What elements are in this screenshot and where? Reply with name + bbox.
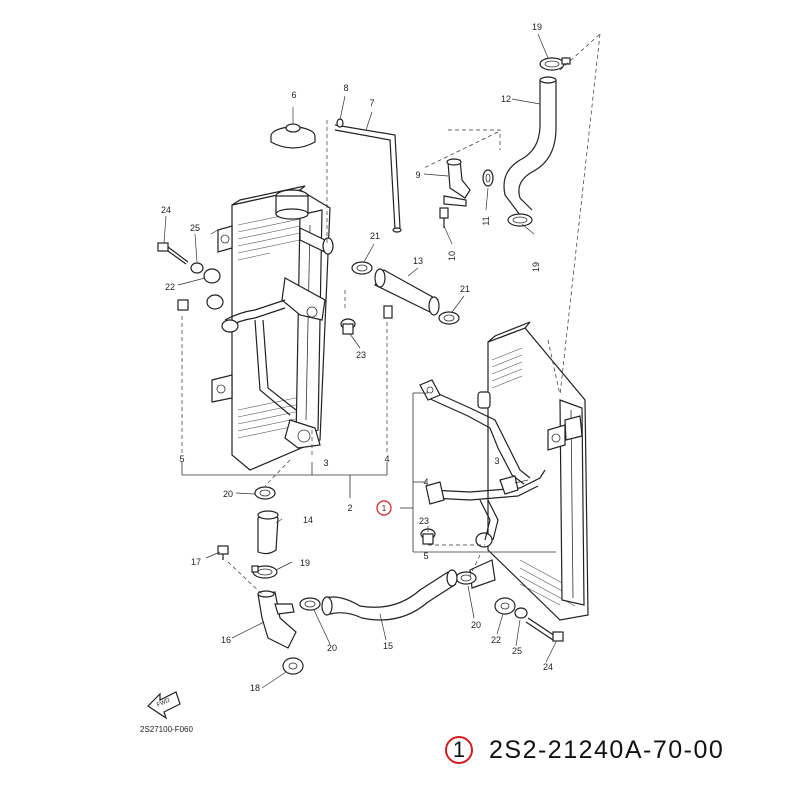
left-radiator — [211, 185, 334, 471]
label-20c: 20 — [471, 620, 481, 630]
clamp-21-a — [351, 261, 373, 275]
collar-23-left — [340, 305, 393, 335]
clamp-19-top — [539, 57, 571, 71]
label-19c: 19 — [300, 558, 310, 568]
label-1: 1 — [382, 504, 387, 513]
breather-hose-7 — [334, 118, 402, 233]
bolt-24-left — [157, 242, 189, 265]
label-16: 16 — [221, 635, 231, 645]
label-3a: 3 — [323, 458, 328, 468]
clamp-19-left — [251, 565, 278, 579]
pipe-assembly-part-1 — [419, 379, 546, 541]
part-labels: 6 8 7 9 10 11 12 19 19 13 21 21 24 25 22… — [161, 22, 553, 693]
clamp-20-right — [455, 571, 477, 585]
bushing-22-left — [203, 268, 224, 310]
part-number: 2S2-21240A-70-00 — [489, 735, 725, 764]
label-8: 8 — [343, 83, 348, 93]
label-11: 11 — [481, 216, 491, 225]
label-7: 7 — [369, 98, 374, 108]
hose-13 — [374, 268, 440, 316]
label-18: 18 — [250, 683, 260, 693]
fitting-9-10-11 — [439, 158, 494, 228]
radiator-cap-6 — [270, 107, 316, 149]
drawing-code: 2S27100-F060 — [140, 725, 193, 734]
clamp-21-b — [438, 311, 460, 325]
label-4a: 4 — [384, 454, 389, 464]
label-22b: 22 — [491, 635, 501, 645]
bolt-24-right — [525, 617, 564, 642]
label-5a: 5 — [179, 454, 184, 464]
label-9: 9 — [415, 170, 420, 180]
label-17: 17 — [191, 557, 201, 567]
label-22a: 22 — [165, 282, 175, 292]
label-10: 10 — [447, 251, 457, 261]
label-2: 2 — [347, 503, 352, 513]
right-radiator — [469, 321, 589, 621]
leader-lines — [163, 33, 557, 689]
highlight-part-1: 1 — [376, 500, 392, 516]
joint-16 — [257, 590, 297, 649]
label-4b: 4 — [423, 477, 428, 487]
label-3b: 3 — [494, 456, 499, 466]
label-25a: 25 — [190, 223, 200, 233]
label-21a: 21 — [370, 231, 380, 241]
assembly-bracket-left — [181, 462, 388, 498]
label-24b: 24 — [543, 662, 553, 672]
bushing-22-right — [494, 597, 516, 615]
clamp-20-top — [254, 486, 276, 500]
label-12: 12 — [501, 94, 511, 104]
assembly-bracket-right — [400, 392, 556, 553]
label-15: 15 — [383, 641, 393, 651]
bolt-17 — [217, 545, 229, 560]
label-6: 6 — [291, 90, 296, 100]
upper-hose-12 — [503, 76, 557, 216]
label-13: 13 — [413, 256, 423, 266]
hose-14 — [257, 510, 279, 555]
callout-number: 1 — [445, 736, 473, 764]
label-25b: 25 — [512, 646, 522, 656]
lower-hose-15 — [321, 569, 458, 621]
washer-25-right — [514, 607, 528, 619]
clamp-20-mid — [299, 597, 321, 611]
fwd-label: FWD — [156, 697, 172, 708]
label-20a: 20 — [223, 489, 233, 499]
clip-left — [177, 299, 189, 311]
label-24a: 24 — [161, 205, 171, 215]
fwd-arrow-icon — [147, 691, 181, 720]
label-19a: 19 — [532, 22, 542, 32]
washer-25-left — [190, 262, 204, 274]
label-21b: 21 — [460, 284, 470, 294]
label-23b: 23 — [419, 516, 429, 526]
label-14: 14 — [303, 515, 313, 525]
label-20b: 20 — [327, 643, 337, 653]
label-23a: 23 — [356, 350, 366, 360]
clamp-19-lower — [507, 213, 533, 227]
part-number-callout: 1 2S2-21240A-70-00 — [445, 733, 724, 767]
washer-18 — [282, 657, 304, 675]
label-19b: 19 — [531, 262, 541, 272]
assembly-lines — [181, 33, 601, 595]
label-5b: 5 — [423, 551, 428, 561]
